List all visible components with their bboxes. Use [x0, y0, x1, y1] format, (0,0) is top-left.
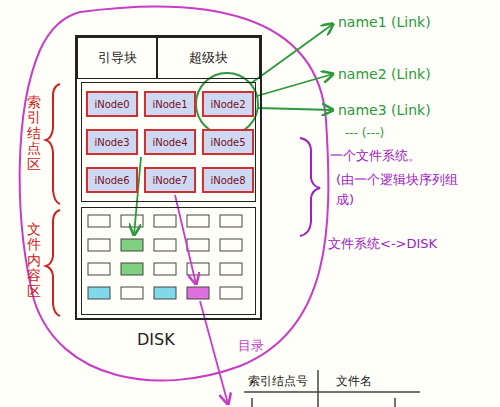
region-box: 索引结点区iNode0iNode1iNode2iNode3iNode4iNode…	[81, 82, 256, 202]
data-block	[121, 287, 143, 299]
block-label: iNode7	[152, 175, 187, 186]
region-label: 文件内容区	[27, 222, 41, 299]
link-name: --- (---)	[345, 124, 384, 142]
bracket	[46, 210, 60, 316]
link-arrow	[250, 24, 333, 84]
data-block	[187, 215, 209, 227]
data-block	[88, 215, 110, 227]
data-block	[154, 215, 176, 227]
data-block	[187, 263, 209, 275]
block-label: 引导块	[98, 49, 137, 67]
block-label: iNode0	[94, 99, 129, 110]
link-arrow	[257, 74, 333, 96]
data-block	[88, 263, 110, 275]
block-box: iNode2	[202, 91, 254, 117]
link-name: name2 (Link)	[338, 64, 431, 85]
block-box: iNode1	[144, 91, 196, 117]
data-block	[154, 263, 176, 275]
filesystem-outline	[20, 6, 329, 380]
block-box: iNode4	[144, 129, 196, 155]
note: (由一个逻辑块序列组成)	[336, 170, 461, 209]
block-box: iNode0	[86, 91, 138, 117]
block-box: 超级块	[157, 37, 260, 79]
block-label: 超级块	[189, 49, 228, 67]
region-label: 索引结点区	[27, 95, 41, 172]
data-block	[121, 239, 143, 251]
pointer-arrow	[200, 301, 228, 404]
link-name: name1 (Link)	[338, 12, 431, 33]
data-blocks	[88, 215, 242, 299]
pointer-arrow	[175, 195, 196, 284]
block-label: iNode4	[152, 137, 187, 148]
table-header: 索引结点号	[248, 372, 308, 390]
link-arrow	[258, 108, 333, 110]
note: 文件系统<->DISK	[328, 234, 437, 254]
data-block	[88, 287, 110, 299]
data-block	[220, 215, 242, 227]
table-lines	[244, 370, 420, 407]
data-block	[187, 239, 209, 251]
data-block	[88, 239, 110, 251]
arrow-label: 目录	[238, 336, 264, 356]
block-box: iNode6	[86, 167, 138, 193]
block-label: iNode3	[94, 137, 129, 148]
block-label: iNode6	[94, 175, 129, 186]
data-block	[121, 263, 143, 275]
region-label: DISK	[137, 330, 175, 349]
block-box: iNode5	[202, 129, 254, 155]
region-box: DISK引导块超级块索引结点区iNode0iNode1iNode2iNode3i…	[75, 35, 262, 320]
bracket	[300, 138, 320, 236]
data-block	[220, 263, 242, 275]
data-block	[187, 287, 209, 299]
data-block	[154, 239, 176, 251]
region-box: 文件内容区	[81, 207, 256, 315]
data-block	[154, 287, 176, 299]
data-block	[220, 239, 242, 251]
data-block	[121, 215, 143, 227]
block-label: iNode8	[210, 175, 245, 186]
block-label: iNode5	[210, 137, 245, 148]
block-box: iNode3	[86, 129, 138, 155]
table-header: 文件名	[336, 372, 372, 390]
link-name: name3 (Link)	[338, 100, 431, 121]
note: 一个文件系统。	[330, 146, 421, 166]
block-box: iNode8	[202, 167, 254, 193]
bracket	[46, 84, 60, 204]
block-label: iNode1	[152, 99, 187, 110]
block-box: iNode7	[144, 167, 196, 193]
block-label: iNode2	[210, 99, 245, 110]
data-block	[220, 287, 242, 299]
block-box: 引导块	[77, 37, 157, 79]
